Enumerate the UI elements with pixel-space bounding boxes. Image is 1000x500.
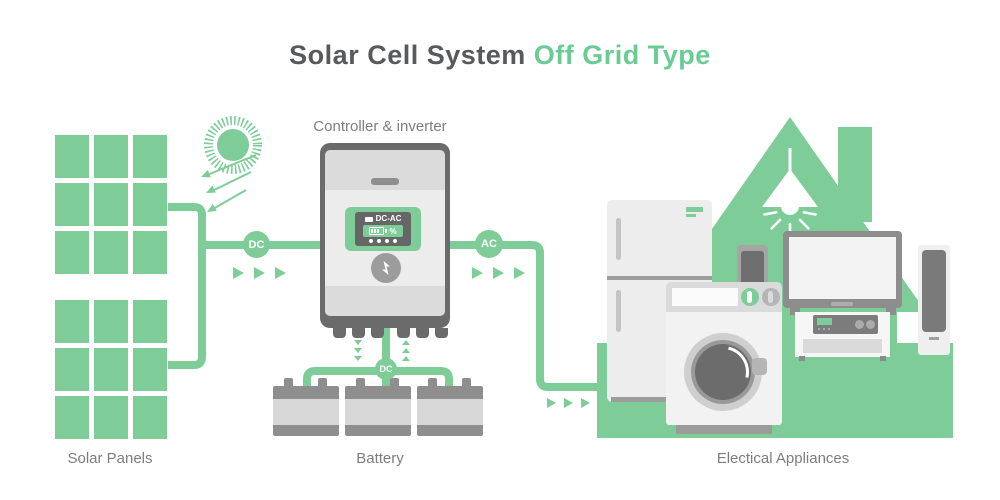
battery-gauge-icon: %: [363, 225, 403, 237]
television: [783, 231, 902, 308]
display-mode-text: DC-AC: [375, 214, 402, 223]
fridge-badge: [686, 207, 703, 212]
washer-knob-gray: [762, 288, 780, 306]
solar-panels-label: Solar Panels: [67, 450, 153, 467]
controller-inverter: DC-AC %: [320, 143, 450, 338]
fridge-handle-bottom: [616, 290, 621, 332]
washer-knob-green: [741, 288, 759, 306]
washer-door: [684, 333, 762, 411]
ac-output-badge: AC: [475, 230, 503, 258]
fridge-handle-top: [616, 218, 621, 260]
battery-unit: [417, 378, 483, 436]
battery-label: Battery: [356, 450, 404, 467]
pendant-lamp-icon: [762, 148, 818, 238]
washer-latch: [752, 358, 767, 375]
controller-display: DC-AC %: [345, 207, 421, 251]
sun-icon: [201, 116, 262, 212]
mini-battery-icon: [364, 216, 373, 222]
stereo-receiver: [813, 315, 878, 334]
battery-unit: [345, 378, 411, 436]
power-bolt-icon: [371, 253, 401, 283]
tv-screen: [789, 237, 896, 299]
solar-panel-grid-2: [55, 300, 167, 439]
washer-drawer: [672, 288, 738, 306]
solar-panel-grid-1: [55, 135, 167, 274]
battery-unit: [273, 378, 339, 436]
title-main: Solar Cell System: [289, 40, 526, 70]
display-percent-text: %: [389, 226, 397, 236]
dc-wire-solar: [168, 203, 322, 369]
appliances-label: Electical Appliances: [716, 450, 850, 467]
dc-input-badge: DC: [243, 231, 270, 258]
sun-ray-arrows: [201, 154, 257, 212]
page-title: Solar Cell System Off Grid Type: [0, 40, 1000, 71]
ac-wire: [448, 241, 600, 391]
flow-arrow-icon: [233, 267, 590, 408]
dc-battery-badge: DC: [375, 358, 397, 380]
controller-label: Controller & inverter: [313, 118, 447, 135]
tall-speaker: [918, 245, 950, 355]
washing-machine: [666, 282, 782, 434]
title-accent: Off Grid Type: [533, 40, 711, 70]
receiver-display: [817, 318, 832, 325]
